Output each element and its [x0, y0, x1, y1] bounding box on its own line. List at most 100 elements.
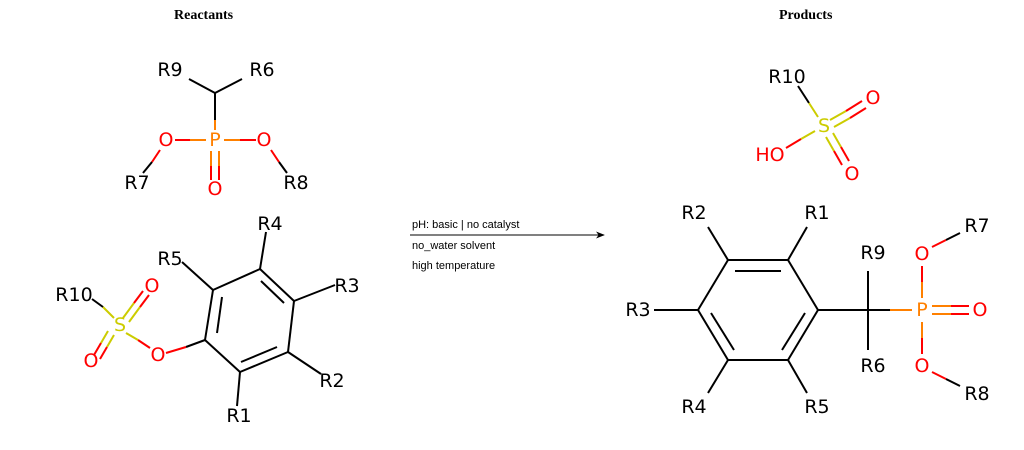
atom-o: O — [866, 87, 881, 109]
label-r5: R5 — [804, 396, 829, 418]
atom-o: O — [84, 350, 99, 372]
products-heading: Products — [779, 8, 833, 23]
label-r9: R9 — [860, 242, 885, 264]
bond — [212, 268, 261, 291]
label-r7: R7 — [964, 215, 989, 237]
label-r10: R10 — [768, 66, 805, 88]
condition-solvent: no_water solvent — [412, 240, 496, 252]
label-r4: R4 — [681, 396, 706, 418]
bond — [787, 359, 808, 394]
bond — [931, 371, 947, 380]
reactant-aryl-sulfonate — [91, 231, 336, 407]
bond — [833, 150, 843, 166]
bond — [945, 232, 961, 241]
label-r3: R3 — [625, 299, 650, 321]
reactants-heading: Reactants — [174, 8, 234, 23]
bond — [293, 284, 336, 302]
atom-o: O — [257, 129, 272, 151]
bond — [829, 110, 847, 121]
atom-oh: HO — [755, 144, 784, 166]
bond — [787, 226, 808, 261]
product-aryl-phosphonate — [654, 226, 969, 394]
bond — [204, 289, 214, 341]
bond — [785, 138, 802, 149]
bond — [707, 359, 729, 394]
atom-o: O — [845, 163, 860, 185]
bond — [845, 100, 863, 112]
atom-o: O — [915, 355, 930, 377]
bond — [931, 239, 947, 248]
label-r10: R10 — [55, 284, 92, 306]
atom-p: P — [209, 129, 220, 151]
bond — [181, 261, 214, 291]
bond — [128, 306, 141, 323]
bond — [287, 351, 322, 375]
bond — [808, 102, 819, 118]
bond — [800, 130, 816, 140]
bond — [102, 306, 115, 319]
atom-o: O — [145, 275, 160, 297]
atom-p: P — [916, 299, 927, 321]
bond — [945, 378, 961, 387]
label-r6: R6 — [249, 59, 274, 81]
label-r3: R3 — [334, 275, 359, 297]
label-r8: R8 — [964, 383, 989, 405]
bond — [137, 339, 151, 349]
reactant-phosphonate-labels: R9 R6 P O O O R7 R8 — [124, 59, 308, 200]
bond — [142, 161, 153, 174]
label-r2: R2 — [681, 202, 706, 224]
product-sulfonic-acid — [785, 85, 867, 166]
bond — [697, 259, 729, 311]
atom-o: O — [973, 299, 988, 321]
atom-o: O — [151, 344, 166, 366]
bond — [287, 300, 295, 353]
bond — [133, 290, 144, 304]
bond — [697, 309, 729, 361]
bond — [185, 339, 206, 348]
bond — [188, 78, 216, 94]
bond — [239, 351, 289, 373]
bond — [833, 117, 851, 128]
bond — [787, 309, 819, 361]
atom-o: O — [159, 129, 174, 151]
label-r8: R8 — [283, 172, 308, 194]
bond — [204, 339, 241, 373]
bond — [840, 146, 850, 162]
bond — [832, 132, 842, 148]
bond — [259, 268, 295, 302]
condition-ph: pH: basic | no catalyst — [412, 219, 520, 231]
label-r5: R5 — [157, 248, 182, 270]
atom-s: S — [818, 115, 830, 137]
bond — [270, 149, 280, 163]
atom-s: S — [114, 314, 126, 336]
bond — [99, 346, 108, 360]
product-aryl-phosphonate-labels: R2 R1 R3 R4 R5 R9 R6 P O O O R7 R8 — [625, 202, 989, 418]
bond — [125, 332, 139, 341]
bond — [825, 136, 835, 152]
label-r7: R7 — [124, 172, 149, 194]
bond — [165, 346, 187, 354]
bond — [259, 231, 267, 270]
bond — [106, 334, 115, 348]
bond — [278, 161, 288, 174]
bond — [100, 330, 109, 344]
label-r6: R6 — [860, 355, 885, 377]
reactant-aryl-sulfonate-labels: R4 R5 R3 R2 R1 R10 S O O O — [55, 213, 359, 427]
bond — [781, 312, 806, 351]
bond — [122, 302, 135, 319]
reactant-phosphonate — [142, 78, 288, 180]
bond — [710, 312, 735, 351]
bond — [236, 371, 241, 407]
bond — [93, 342, 102, 356]
bond — [91, 298, 104, 308]
label-r1: R1 — [226, 405, 251, 427]
bond — [787, 259, 819, 311]
bond — [216, 296, 223, 334]
label-r9: R9 — [157, 59, 182, 81]
condition-temperature: high temperature — [412, 260, 496, 272]
bond — [214, 78, 243, 94]
bond — [151, 149, 161, 163]
bond — [797, 85, 810, 104]
label-r1: R1 — [804, 202, 829, 224]
